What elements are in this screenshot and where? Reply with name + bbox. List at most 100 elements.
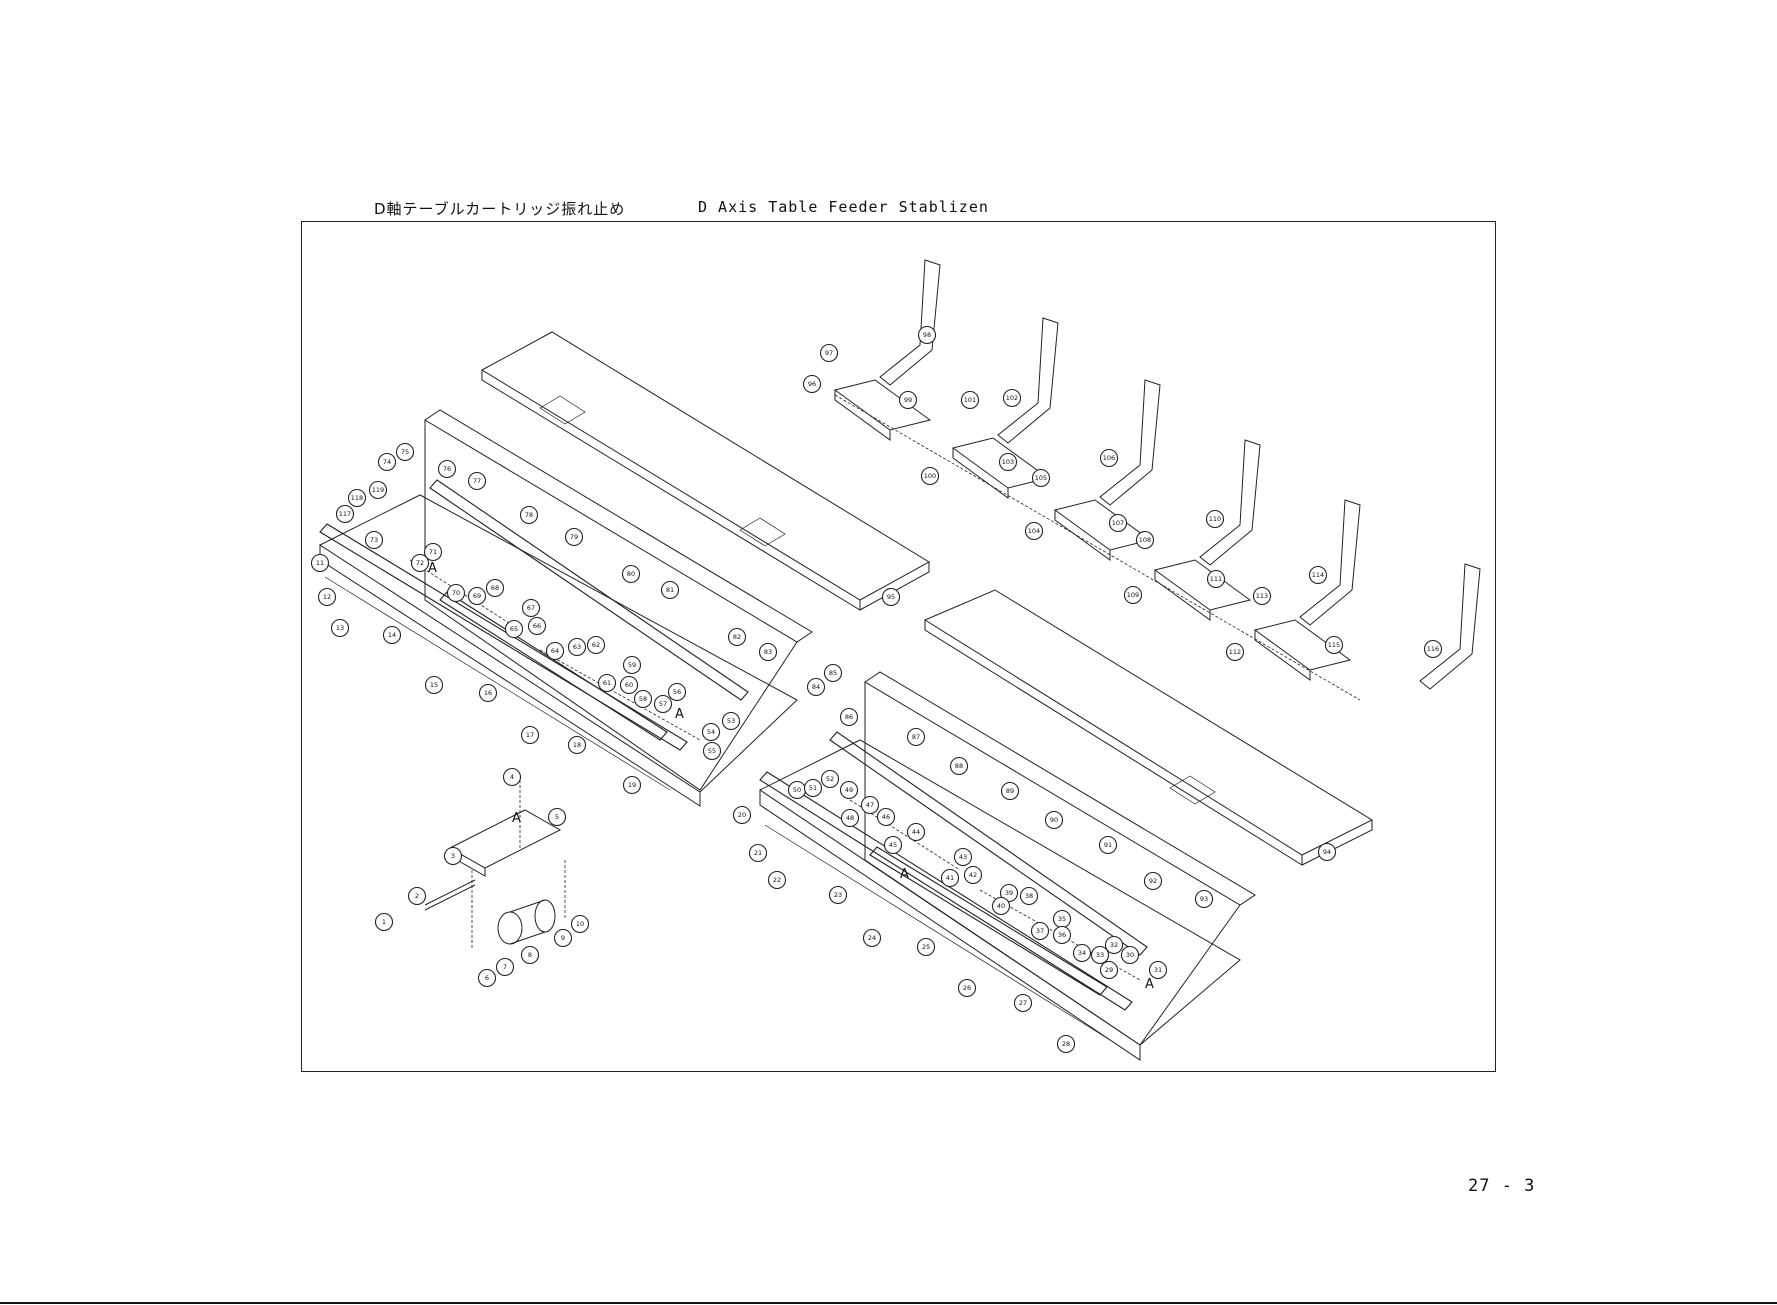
callout-94: 94	[1317, 842, 1337, 862]
svg-text:84: 84	[812, 683, 820, 691]
section-marker-a: A	[675, 707, 684, 722]
callout-112: 112	[1225, 642, 1245, 662]
svg-text:39: 39	[1005, 889, 1013, 897]
svg-text:23: 23	[834, 891, 842, 899]
callout-3: 3	[443, 846, 463, 866]
svg-text:19: 19	[628, 781, 636, 789]
svg-text:68: 68	[491, 584, 499, 592]
callout-77: 77	[467, 471, 487, 491]
callout-60: 60	[619, 675, 639, 695]
svg-text:100: 100	[924, 472, 936, 480]
svg-text:20: 20	[738, 811, 746, 819]
svg-text:71: 71	[429, 548, 437, 556]
svg-text:108: 108	[1139, 536, 1151, 544]
callout-10: 10	[570, 914, 590, 934]
svg-text:4: 4	[510, 773, 514, 781]
callout-19: 19	[622, 775, 642, 795]
callout-34: 34	[1072, 943, 1092, 963]
callout-38: 38	[1019, 886, 1039, 906]
svg-text:57: 57	[659, 700, 667, 708]
callout-103: 103	[998, 452, 1018, 472]
svg-text:2: 2	[415, 892, 419, 900]
callout-108: 108	[1135, 530, 1155, 550]
svg-text:111: 111	[1210, 575, 1222, 583]
callout-91: 91	[1098, 835, 1118, 855]
callout-57: 57	[653, 694, 673, 714]
callout-45: 45	[883, 835, 903, 855]
svg-text:17: 17	[526, 731, 534, 739]
svg-text:98: 98	[923, 331, 931, 339]
callout-42: 42	[963, 865, 983, 885]
callout-65: 65	[504, 619, 524, 639]
svg-text:114: 114	[1312, 571, 1324, 579]
callout-44: 44	[906, 822, 926, 842]
svg-text:61: 61	[603, 679, 611, 687]
callout-111: 111	[1206, 569, 1226, 589]
svg-text:30: 30	[1126, 951, 1134, 959]
callout-102: 102	[1002, 388, 1022, 408]
svg-text:28: 28	[1062, 1040, 1070, 1048]
callout-51: 51	[803, 778, 823, 798]
callout-21: 21	[748, 843, 768, 863]
svg-text:91: 91	[1104, 841, 1112, 849]
callout-11: 11	[310, 553, 330, 573]
callout-46: 46	[876, 807, 896, 827]
svg-text:102: 102	[1006, 394, 1018, 402]
callout-39: 39	[999, 883, 1019, 903]
svg-text:117: 117	[339, 510, 351, 518]
svg-text:41: 41	[946, 874, 954, 882]
callout-53: 53	[721, 711, 741, 731]
roller-subassembly: A	[424, 780, 566, 950]
svg-text:37: 37	[1036, 927, 1044, 935]
callout-40: 40	[991, 896, 1011, 916]
svg-text:74: 74	[383, 458, 391, 466]
svg-text:42: 42	[969, 871, 977, 879]
callout-119: 119	[368, 480, 388, 500]
svg-text:56: 56	[673, 688, 681, 696]
callout-8: 8	[520, 945, 540, 965]
callout-layer: 1234567891011121314151617181920212223242…	[310, 325, 1443, 1054]
callout-75: 75	[395, 442, 415, 462]
callout-5: 5	[547, 807, 567, 827]
svg-text:21: 21	[754, 849, 762, 857]
callout-59: 59	[622, 655, 642, 675]
callout-49: 49	[839, 780, 859, 800]
svg-text:116: 116	[1427, 645, 1439, 653]
callout-70: 70	[446, 583, 466, 603]
callout-2: 2	[407, 886, 427, 906]
section-marker-a: A	[900, 867, 909, 882]
svg-text:85: 85	[829, 669, 837, 677]
svg-text:38: 38	[1025, 892, 1033, 900]
callout-87: 87	[906, 727, 926, 747]
callout-24: 24	[862, 928, 882, 948]
svg-text:77: 77	[473, 477, 481, 485]
callout-18: 18	[567, 735, 587, 755]
svg-text:92: 92	[1149, 877, 1157, 885]
svg-text:66: 66	[533, 622, 541, 630]
left-carriage-assembly: A A	[318, 331, 930, 807]
svg-text:24: 24	[868, 934, 876, 942]
callout-118: 118	[347, 488, 367, 508]
title-japanese: D軸テーブルカートリッジ振れ止め	[374, 200, 626, 218]
page-number: 27 - 3	[1468, 1176, 1536, 1196]
callout-66: 66	[527, 616, 547, 636]
callout-89: 89	[1000, 781, 1020, 801]
svg-text:3: 3	[451, 852, 455, 860]
svg-text:60: 60	[625, 681, 633, 689]
callout-58: 58	[633, 689, 653, 709]
svg-text:107: 107	[1112, 519, 1124, 527]
svg-text:64: 64	[551, 647, 559, 655]
title-english: D Axis Table Feeder Stablizen	[698, 198, 989, 216]
svg-text:49: 49	[845, 786, 853, 794]
callout-110: 110	[1205, 509, 1225, 529]
callout-67: 67	[521, 598, 541, 618]
callout-114: 114	[1308, 565, 1328, 585]
svg-text:83: 83	[764, 648, 772, 656]
callout-98: 98	[917, 325, 937, 345]
svg-text:50: 50	[793, 786, 801, 794]
callout-93: 93	[1194, 889, 1214, 909]
callout-27: 27	[1013, 993, 1033, 1013]
svg-text:53: 53	[727, 717, 735, 725]
svg-text:69: 69	[473, 592, 481, 600]
callout-78: 78	[519, 505, 539, 525]
